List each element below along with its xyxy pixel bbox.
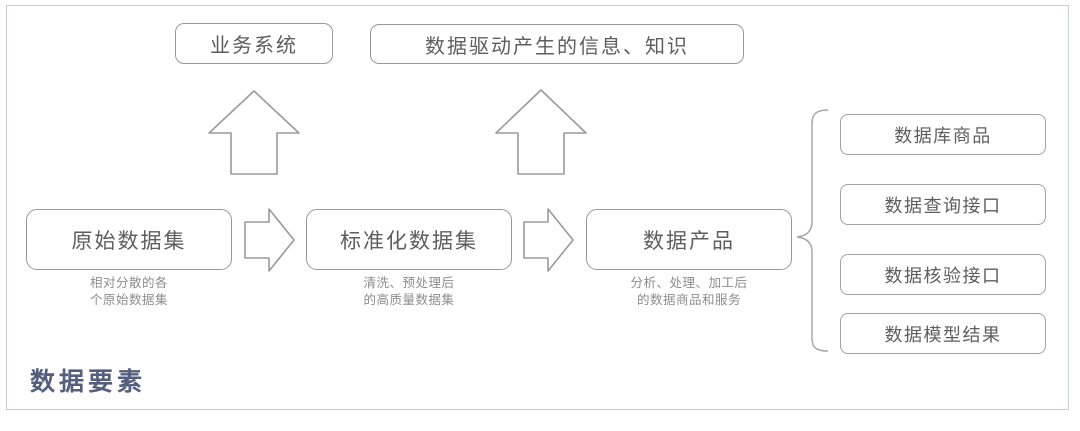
- flow-box-caption-raw-dataset: 相对分散的各 个原始数据集: [89, 275, 168, 307]
- side-box-data-verification-api[interactable]: 数据核验接口: [840, 254, 1046, 295]
- flow-box-raw-dataset[interactable]: 原始数据集: [26, 209, 232, 270]
- side-box-label: 数据库商品: [894, 125, 992, 147]
- top-box-data-driven-info[interactable]: 数据驱动产生的信息、知识: [370, 24, 744, 64]
- top-box-label: 数据驱动产生的信息、知识: [425, 33, 689, 58]
- flow-box-label: 原始数据集: [71, 228, 187, 253]
- top-box-business-system[interactable]: 业务系统: [175, 23, 333, 64]
- flow-box-standardized-dataset[interactable]: 标准化数据集: [306, 209, 512, 270]
- side-box-data-model-result[interactable]: 数据模型结果: [840, 313, 1046, 354]
- side-box-label: 数据模型结果: [884, 324, 1002, 346]
- side-box-data-query-api[interactable]: 数据查询接口: [840, 184, 1046, 225]
- flow-box-label: 数据产品: [643, 228, 735, 253]
- diagram-footer-label: 数据要素: [30, 367, 147, 396]
- top-box-label: 业务系统: [210, 33, 298, 57]
- flow-box-caption-data-product: 分析、处理、加工后 的数据商品和服务: [630, 275, 748, 307]
- flow-box-label: 标准化数据集: [340, 228, 478, 253]
- flow-box-data-product[interactable]: 数据产品: [586, 209, 792, 270]
- side-box-database-commodity[interactable]: 数据库商品: [840, 114, 1046, 155]
- side-box-label: 数据核验接口: [884, 265, 1002, 287]
- flow-box-caption-standardized-dataset: 清洗、预处理后 的高质量数据集: [363, 275, 455, 307]
- side-box-label: 数据查询接口: [884, 195, 1002, 217]
